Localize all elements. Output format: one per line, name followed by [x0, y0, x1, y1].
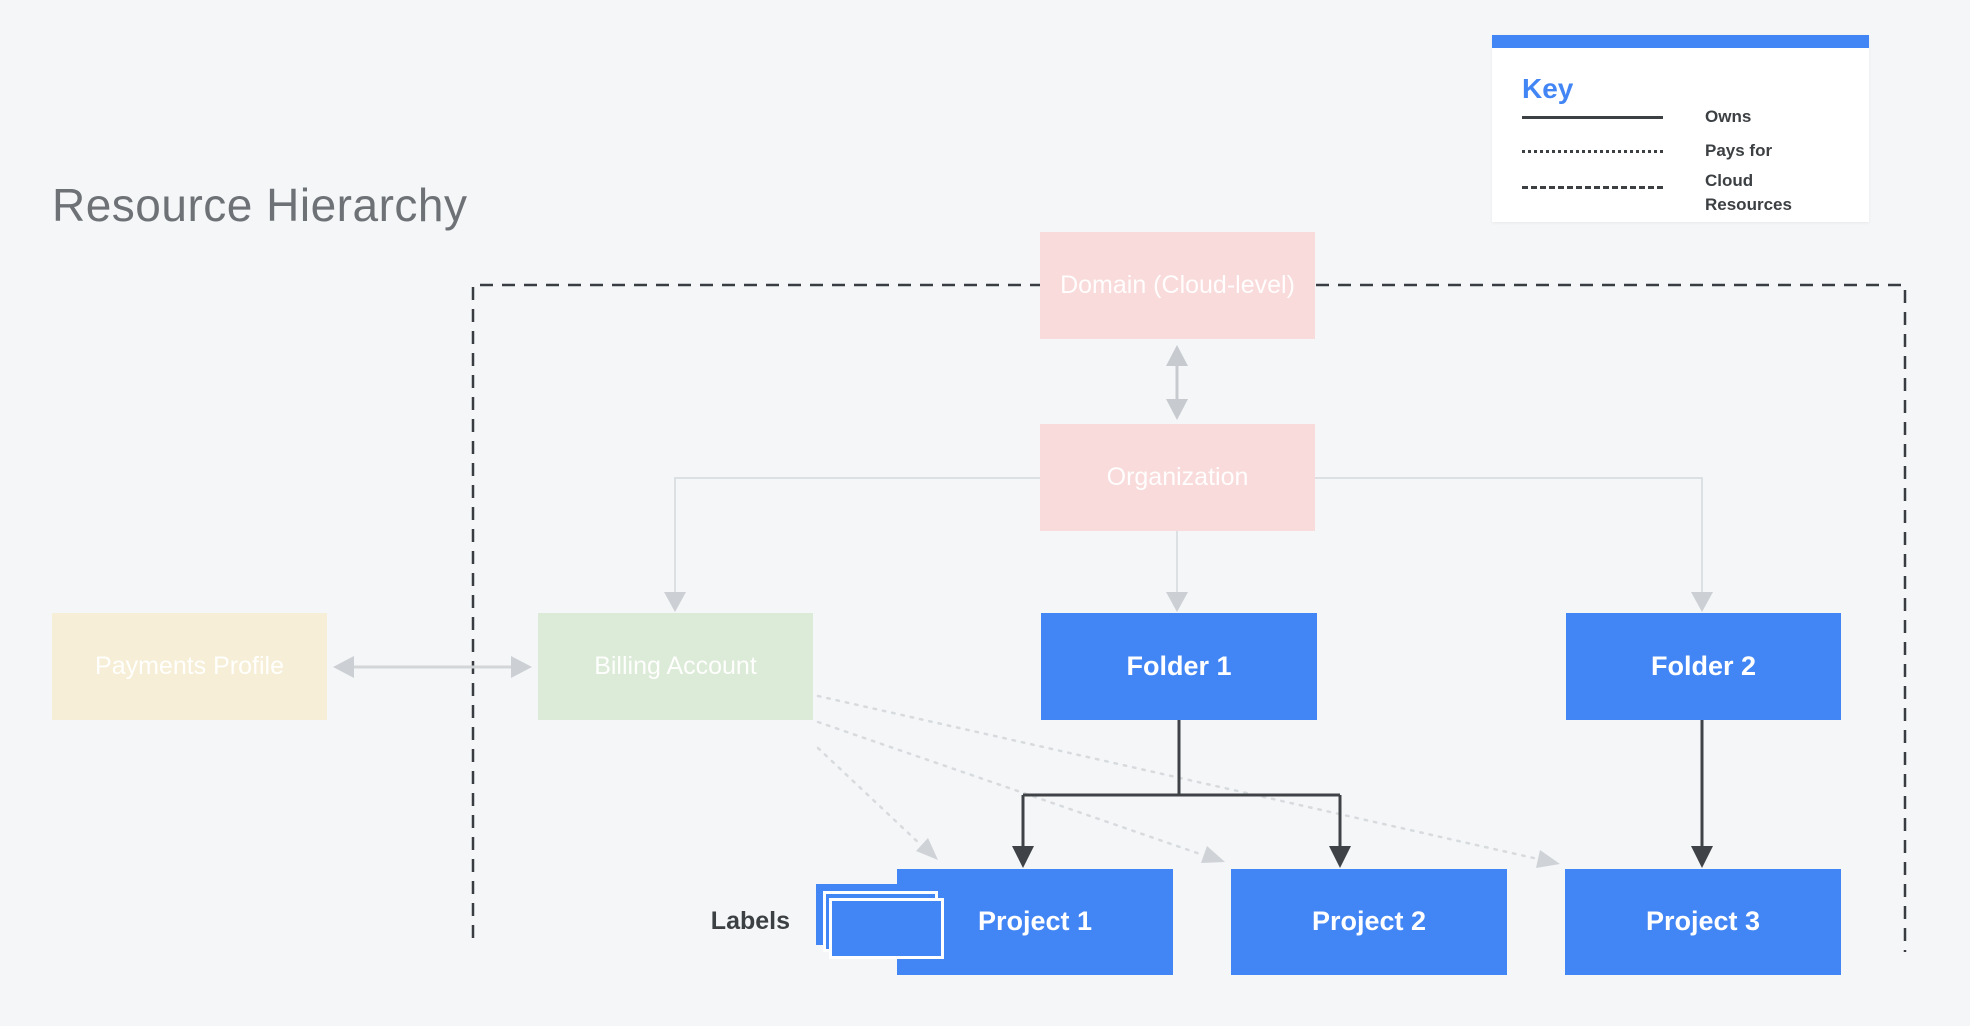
edge-billing-pays-project2 — [816, 720, 1225, 863]
edge-folder1-projects — [1012, 720, 1351, 868]
key-label-cloud-resources: Cloud Resources — [1705, 171, 1792, 214]
arrowhead-up — [1166, 345, 1188, 366]
arrowhead-right — [511, 656, 532, 678]
node-project-3-label: Project 3 — [1645, 906, 1761, 937]
node-project-3: Project 3 — [1565, 869, 1841, 975]
node-folder-2-label: Folder 2 — [1650, 650, 1757, 681]
edge-organization-billing — [664, 477, 1040, 612]
node-folder-2: Folder 2 — [1566, 613, 1841, 720]
node-domain-label: Domain (Cloud-level) — [1060, 270, 1295, 299]
arrowhead — [916, 838, 938, 860]
node-payments-profile: Payments Profile — [52, 613, 327, 720]
key-label-pays-for: Pays for — [1705, 141, 1773, 160]
labels-caption: Labels — [710, 907, 790, 935]
node-organization-label: Organization — [1106, 462, 1249, 491]
edge-billing-pays-project3 — [816, 694, 1560, 868]
arrowhead — [1166, 592, 1188, 612]
node-project-2: Project 2 — [1231, 869, 1507, 975]
node-domain: Domain (Cloud-level) — [1040, 232, 1315, 339]
key-label-owns: Owns — [1705, 107, 1752, 126]
node-payments-profile-label: Payments Profile — [95, 651, 284, 680]
edge-domain-organization — [1166, 345, 1188, 420]
solid-line-sample — [1522, 116, 1663, 119]
node-folder-1: Folder 1 — [1041, 613, 1317, 720]
node-folder-1-label: Folder 1 — [1126, 650, 1232, 681]
edge-folder2-project3 — [1691, 720, 1713, 868]
key-heading: Key — [1522, 73, 1574, 104]
dashed-line-sample — [1522, 186, 1663, 189]
page-title: Resource Hierarchy — [52, 179, 468, 231]
arrowhead-left — [333, 656, 354, 678]
node-billing-account-label: Billing Account — [594, 651, 757, 680]
arrowhead — [1201, 846, 1225, 863]
node-billing-account: Billing Account — [538, 613, 813, 720]
arrowhead-project1 — [1012, 846, 1034, 868]
arrowhead — [1691, 846, 1713, 868]
key-panel-accent-bar — [1492, 35, 1869, 48]
edge-organization-folder2 — [1315, 477, 1713, 612]
arrowhead-project2 — [1329, 846, 1351, 868]
edge-organization-folder1 — [1166, 531, 1188, 612]
labels-stack-icon — [829, 898, 944, 959]
node-organization: Organization — [1040, 424, 1315, 531]
node-project-2-label: Project 2 — [1311, 906, 1427, 937]
edge-billing-pays-project1 — [816, 746, 938, 860]
arrowhead — [1536, 850, 1560, 868]
key-panel: Key Owns Pays for Cloud Resources — [1492, 35, 1869, 222]
arrowhead-down — [1166, 399, 1188, 420]
dotted-line-sample — [1522, 150, 1663, 153]
edge-payments-billing — [333, 656, 532, 678]
arrowhead — [664, 592, 686, 612]
arrowhead — [1691, 592, 1713, 612]
node-project-1-label: Project 1 — [977, 906, 1093, 937]
